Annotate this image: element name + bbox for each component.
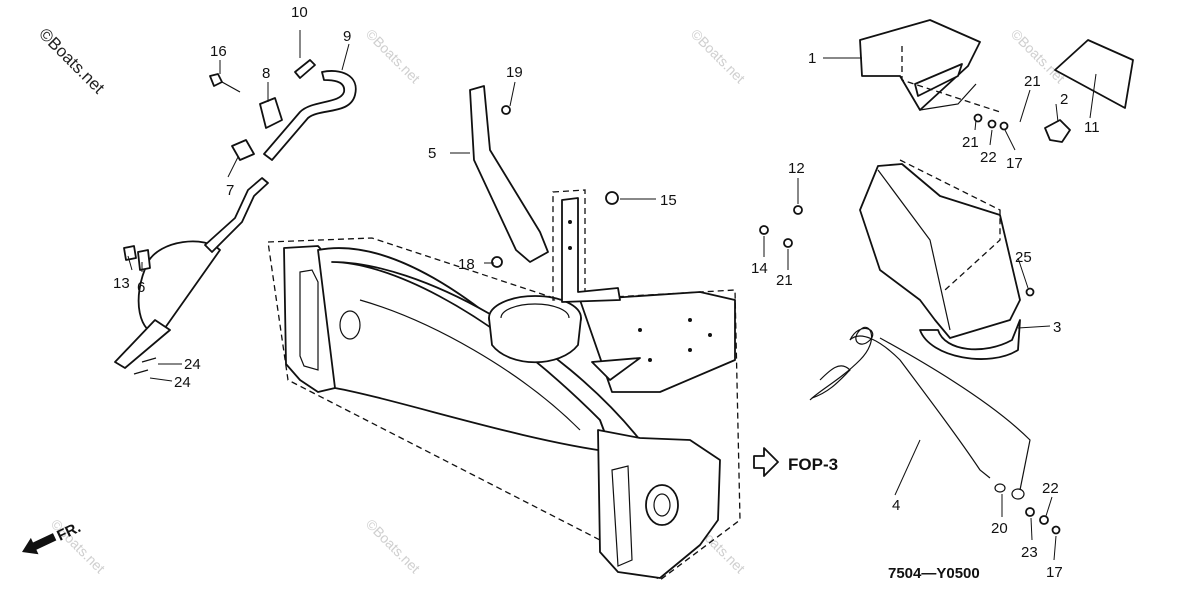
callout-17a: 17 <box>1006 155 1023 172</box>
callout-15: 15 <box>660 192 677 209</box>
auger-housing <box>267 189 741 581</box>
callout-4: 4 <box>892 497 900 514</box>
callout-7: 7 <box>226 182 234 199</box>
watermark-tile: ©Boats.net <box>363 26 424 87</box>
muffler-assembly <box>114 59 357 375</box>
callout-22a: 22 <box>980 149 997 166</box>
callout-21a: 21 <box>1024 73 1041 90</box>
callout-13: 13 <box>113 275 130 292</box>
callout-24a: 24 <box>184 356 201 373</box>
callout-20: 20 <box>991 520 1008 537</box>
callout-10: 10 <box>291 4 308 21</box>
callout-5: 5 <box>428 145 436 162</box>
callout-6: 6 <box>137 279 145 296</box>
watermark-tile: ©Boats.net <box>688 26 749 87</box>
control-cable <box>809 326 1061 535</box>
callout-22b: 22 <box>1042 480 1059 497</box>
callout-3: 3 <box>1053 319 1061 336</box>
callout-8: 8 <box>262 65 270 82</box>
callout-18: 18 <box>458 256 475 273</box>
callout-19: 19 <box>506 64 523 81</box>
callout-12: 12 <box>788 160 805 177</box>
fop-reference-label: FOP-3 <box>788 455 838 474</box>
chute-assembly <box>759 19 1134 360</box>
callout-23: 23 <box>1021 544 1038 561</box>
outline-arrow-icon <box>753 447 779 477</box>
leader-lines <box>127 30 1097 561</box>
fop-reference: FOP-3 <box>753 447 838 477</box>
brand-watermark: ©Boats.net <box>35 24 108 97</box>
watermark-tile: ©Boats.net <box>363 516 424 577</box>
callout-14: 14 <box>751 260 768 277</box>
front-arrow-icon <box>22 533 57 555</box>
callout-21b: 21 <box>962 134 979 151</box>
drawing-code: 7504—Y0500 <box>888 565 980 582</box>
callout-16: 16 <box>210 43 227 60</box>
callout-2: 2 <box>1060 91 1068 108</box>
callout-25: 25 <box>1015 249 1032 266</box>
callout-24b: 24 <box>174 374 191 391</box>
callout-17b: 17 <box>1046 564 1063 581</box>
callouts: 1 2 3 4 5 6 7 8 9 10 11 12 13 14 15 16 1… <box>113 4 1100 581</box>
callout-1: 1 <box>808 50 816 67</box>
callout-9: 9 <box>343 28 351 45</box>
callout-11: 11 <box>1084 119 1100 136</box>
callout-21c: 21 <box>776 272 793 289</box>
chute-guide-bar <box>469 85 619 268</box>
